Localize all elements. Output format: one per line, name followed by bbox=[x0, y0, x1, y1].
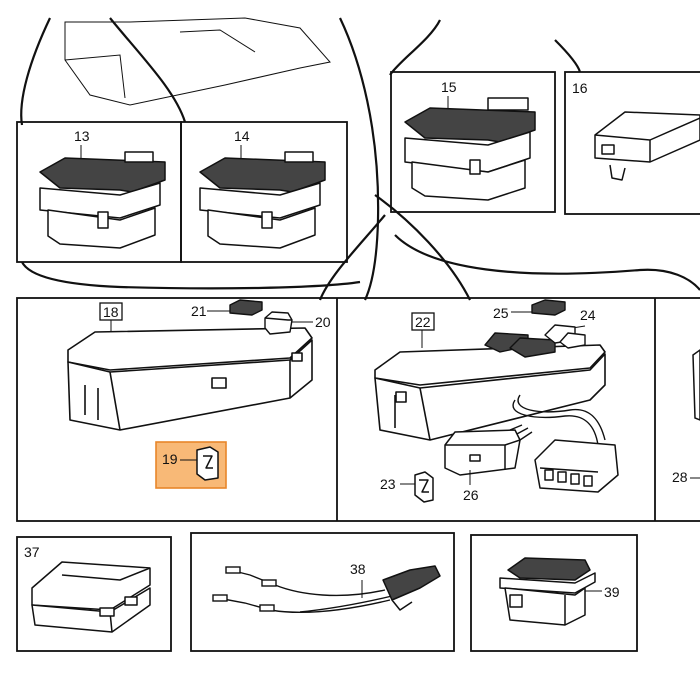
callout-26: 26 bbox=[463, 487, 479, 503]
cap-25 bbox=[531, 299, 566, 316]
panel-28: 28 bbox=[672, 349, 700, 485]
callout-18-box: 18 bbox=[99, 302, 123, 321]
callout-20: 20 bbox=[315, 314, 331, 330]
callout-28: 28 bbox=[672, 469, 688, 485]
callout-23: 23 bbox=[380, 476, 396, 492]
clip-23 bbox=[414, 471, 434, 503]
rocker-switch-13 bbox=[39, 151, 166, 249]
cap-21 bbox=[229, 299, 263, 316]
callout-37: 37 bbox=[24, 544, 40, 560]
callout-15: 15 bbox=[441, 79, 457, 95]
callout-24: 24 bbox=[580, 307, 596, 323]
callout-13: 13 bbox=[74, 128, 90, 144]
rocker-switch-39 bbox=[499, 557, 596, 626]
panel-16: 16 bbox=[564, 71, 700, 215]
dashboard-outline bbox=[64, 17, 331, 106]
rocker-switch-15 bbox=[404, 97, 536, 201]
switch-housing-22 bbox=[374, 344, 606, 441]
panel-15: 15 bbox=[390, 71, 556, 213]
panel-14: 14 bbox=[180, 121, 348, 263]
middle-row-frame bbox=[16, 297, 700, 522]
panel-37: 37 bbox=[16, 536, 172, 652]
bulb-holder-38 bbox=[382, 565, 441, 611]
panel-13: 13 bbox=[16, 121, 182, 263]
panel-38: 38 bbox=[190, 532, 455, 652]
cable-harness-22 bbox=[509, 394, 606, 446]
callout-14: 14 bbox=[234, 128, 250, 144]
callout-16: 16 bbox=[572, 80, 588, 96]
panel-18: 18 21 20 19 bbox=[67, 299, 331, 489]
double-switch-37 bbox=[31, 561, 151, 633]
clip-19 bbox=[196, 446, 219, 481]
callout-39: 39 bbox=[604, 584, 620, 600]
bulb-wires-38 bbox=[212, 566, 393, 613]
callout-38: 38 bbox=[350, 561, 366, 577]
callout-21: 21 bbox=[191, 303, 207, 319]
knob-20 bbox=[264, 311, 293, 335]
blank-switch-cover-16 bbox=[594, 111, 700, 181]
callout-22-box: 22 bbox=[411, 312, 435, 331]
switch-housing-18 bbox=[67, 327, 313, 431]
rocker-buttons-24 bbox=[484, 324, 586, 358]
connector-26 bbox=[444, 429, 521, 476]
rocker-switch-14 bbox=[199, 151, 326, 249]
panel-22: 22 25 24 bbox=[374, 299, 619, 503]
callout-25: 25 bbox=[493, 305, 509, 321]
plug-connector-22 bbox=[534, 439, 619, 493]
callout-19: 19 bbox=[162, 451, 178, 467]
panel-39: 39 bbox=[470, 534, 638, 652]
wiring-harness-lines bbox=[20, 17, 700, 301]
callout-18: 18 bbox=[103, 304, 119, 320]
callout-22: 22 bbox=[415, 314, 431, 330]
